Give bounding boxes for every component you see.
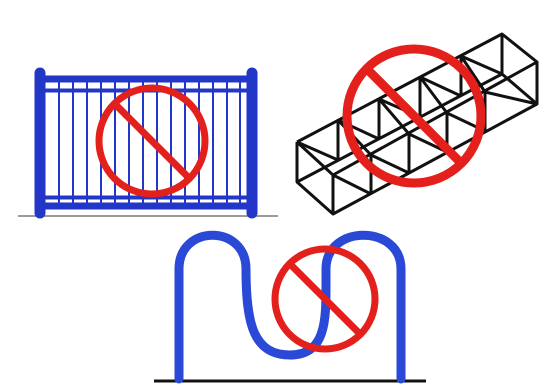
- fence-pickets: [59, 82, 240, 205]
- prohibition-sign-icon: [347, 49, 481, 183]
- fence-panel: [0, 0, 290, 230]
- fence-railing-icon: [0, 0, 290, 230]
- fence-top-rail: [42, 76, 252, 82]
- wave-rack-panel: [150, 225, 430, 385]
- wave-rack: [179, 235, 401, 379]
- wave-bike-rack-icon: [150, 225, 430, 385]
- truss-icon: [285, 0, 550, 230]
- truss-panel: [285, 0, 550, 230]
